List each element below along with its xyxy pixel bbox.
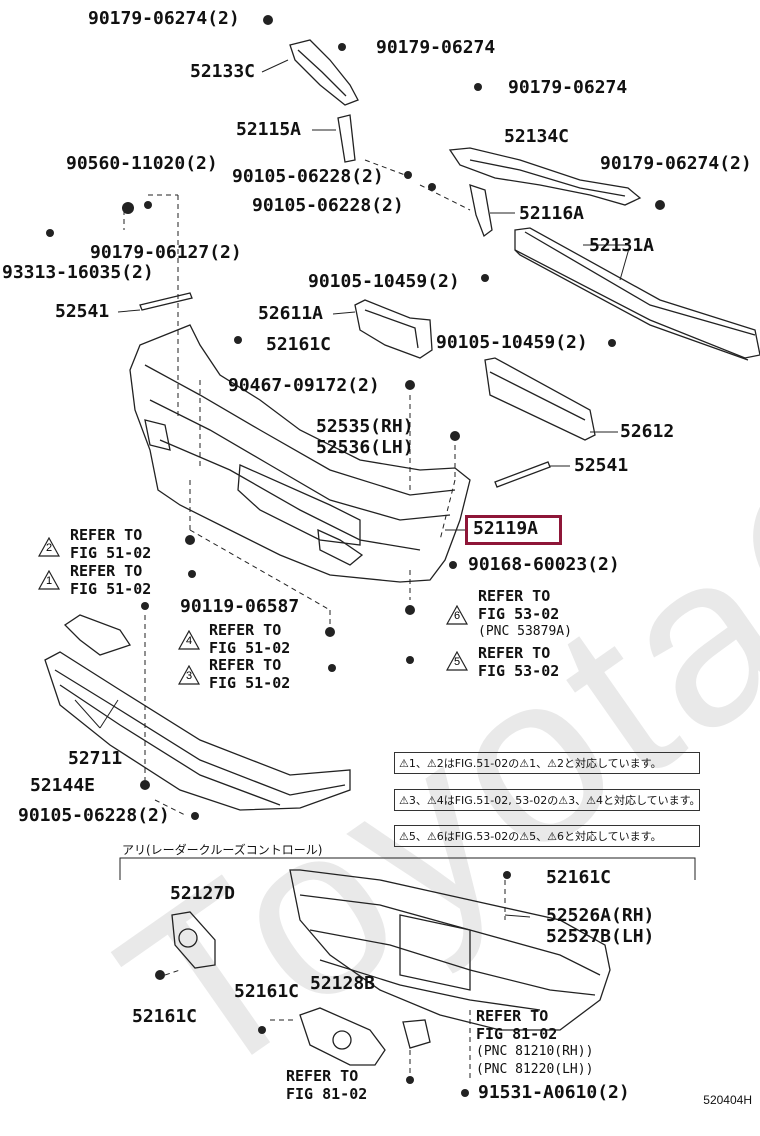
part-label: 52127D — [170, 883, 236, 904]
part-label: 90105-06228(2) — [18, 805, 170, 826]
part-label: 52116A — [519, 203, 585, 224]
part-label: 90168-60023(2) — [468, 554, 620, 575]
part-label: 52134C — [504, 126, 570, 147]
warning-triangle-icon: 1 — [38, 570, 60, 590]
part-label: 90179-06274(2) — [88, 8, 240, 29]
diagram-code: 520404H — [703, 1093, 752, 1107]
part-label: 52536(LH) — [316, 437, 414, 458]
part-label: 52526A(RH) — [546, 905, 655, 926]
part-label: 52527B(LH) — [546, 926, 655, 947]
warning-triangle-icon: 4 — [178, 630, 200, 650]
part-label: 52131A — [589, 235, 655, 256]
part-label: 52144E — [30, 775, 96, 796]
part-label: 52161C — [266, 334, 332, 355]
part-label: 90105-06228(2) — [252, 195, 404, 216]
part-label: 90105-06228(2) — [232, 166, 384, 187]
correspondence-note: ⚠1、⚠2はFIG.51-02の⚠1、⚠2と対応しています。 — [394, 752, 700, 774]
correspondence-note: ⚠3、⚠4はFIG.51-02, 53-02の⚠3、⚠4と対応しています。 — [394, 789, 700, 811]
part-label: 52611A — [258, 303, 324, 324]
part-label: 93313-16035(2) — [2, 262, 154, 283]
part-label: 90105-10459(2) — [308, 271, 460, 292]
part-label: 52711 — [68, 748, 123, 769]
correspondence-note: ⚠5、⚠6はFIG.53-02の⚠5、⚠6と対応しています。 — [394, 825, 700, 847]
part-label: 52541 — [574, 455, 629, 476]
option-caption: アリ(レーダークルーズコントロール) — [122, 843, 323, 857]
part-label: 52612 — [620, 421, 675, 442]
part-label: 90179-06127(2) — [90, 242, 242, 263]
part-label: 91531-A0610(2) — [478, 1082, 630, 1103]
part-label: 52535(RH) — [316, 416, 414, 437]
part-label: 90119-06587 — [180, 596, 300, 617]
part-label: 52115A — [236, 119, 302, 140]
part-label: 90179-06274(2) — [600, 153, 752, 174]
diagram-lineart — [44, 15, 760, 1097]
part-label: 52161C — [546, 867, 612, 888]
part-label: 52161C — [234, 981, 300, 1002]
warning-triangle-icon: 6 — [446, 605, 468, 625]
highlight-box — [465, 515, 562, 545]
part-label: 90179-06274 — [376, 37, 496, 58]
part-label: 52128B — [310, 973, 376, 994]
part-label: 90560-11020(2) — [66, 153, 218, 174]
warning-triangle-icon: 2 — [38, 537, 60, 557]
part-label: 52161C — [132, 1006, 198, 1027]
part-label: 90105-10459(2) — [436, 332, 588, 353]
part-label: 52133C — [190, 61, 256, 82]
warning-triangle-icon: 5 — [446, 651, 468, 671]
part-label: 90179-06274 — [508, 77, 628, 98]
warning-triangle-icon: 3 — [178, 665, 200, 685]
parts-diagram: ToyotaC — [2, 8, 760, 1132]
part-label: 90467-09172(2) — [228, 375, 380, 396]
highlighted-part-label[interactable]: 52119A — [473, 518, 539, 539]
part-label: 52541 — [55, 301, 110, 322]
